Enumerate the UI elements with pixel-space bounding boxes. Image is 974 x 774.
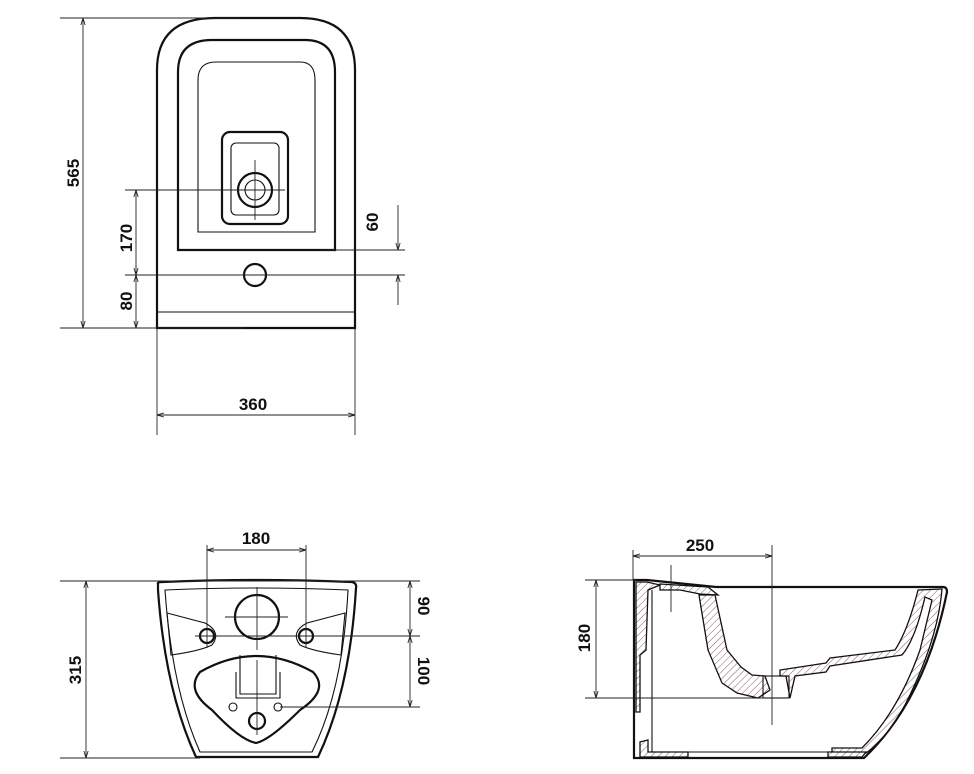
dim-width-360: 360 — [239, 395, 267, 414]
top-rim-section — [659, 583, 720, 596]
drain-spigot — [762, 675, 790, 699]
dim-upper-offset-90: 90 — [414, 597, 433, 616]
seat-rim-outer — [176, 38, 337, 252]
dim-height-315: 315 — [66, 656, 85, 684]
inlet-cavity — [193, 654, 321, 745]
dim-offset-60: 60 — [363, 213, 382, 232]
dim-drain-height-180: 180 — [575, 624, 594, 652]
rear-view-outline — [156, 578, 358, 759]
base-section — [639, 739, 689, 758]
rear-bowl-wall-section — [779, 588, 943, 754]
right-mount-cutout — [295, 612, 346, 656]
top-view-outline — [155, 16, 357, 330]
dim-drain-height-170: 170 — [117, 224, 136, 252]
top-view: 565 170 80 60 360 — [60, 16, 405, 435]
rear-view: 180 315 90 100 — [60, 529, 433, 759]
front-bowl-wall-section — [698, 594, 771, 699]
dim-bolt-spacing-180: 180 — [242, 529, 270, 548]
dim-lower-offset-100: 100 — [414, 657, 433, 685]
dim-height-565: 565 — [64, 159, 83, 187]
rear-wall-section — [635, 581, 663, 713]
left-fixing-hole — [228, 702, 238, 712]
left-mount-cutout — [166, 612, 217, 656]
bowl-outlet-outer — [220, 130, 290, 226]
seat-rim-inner — [197, 61, 316, 233]
dim-depth-250: 250 — [686, 536, 714, 555]
side-section-view: 250 180 — [575, 536, 949, 760]
dim-hole-height-80: 80 — [117, 292, 136, 311]
